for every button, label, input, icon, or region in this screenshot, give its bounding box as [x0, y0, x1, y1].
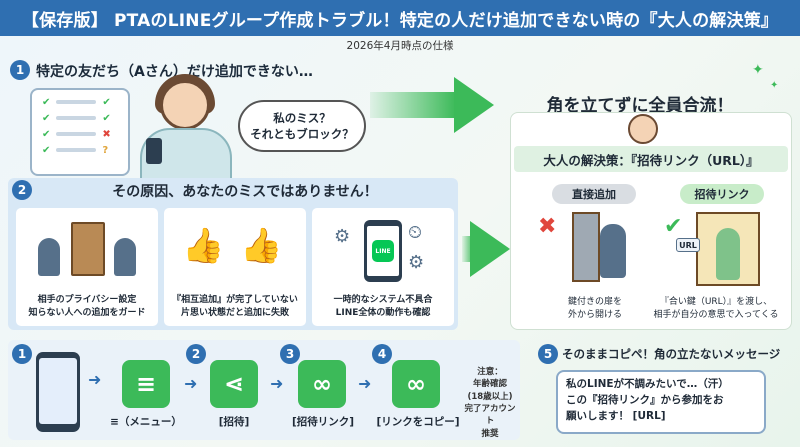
invite-link-label: 招待リンク: [680, 184, 764, 204]
line-logo-icon: LINE: [372, 240, 394, 262]
solution-heading: 大人の解決策：『招待リンク（URL）』: [514, 146, 788, 172]
thought-bubble: 私のミス？ それともブロック？: [238, 100, 366, 152]
copy-link-icon: ∞: [392, 360, 440, 408]
message-line-3: 願いします！ [URL]: [566, 409, 666, 422]
gear-small-icon: ⚙: [408, 252, 425, 273]
step2-number: 2: [186, 344, 206, 364]
step-arrow-3-icon: ➜: [270, 374, 284, 393]
pushing-man-icon: [600, 224, 626, 278]
message-line-1: 私のLINEが不調みたいで…（汗）: [566, 378, 729, 390]
locked-door-icon: [71, 222, 105, 276]
section2-number: 2: [12, 180, 32, 200]
note-line-2: 年齢確認: [472, 379, 507, 390]
note-line-4: 完了アカウント: [464, 403, 516, 427]
thumbs-up-right-icon: 👍: [240, 226, 283, 266]
step-arrow-4-icon: ➜: [358, 374, 372, 393]
menu-icon: ≡: [122, 360, 170, 408]
check-icon: ✔: [664, 214, 683, 239]
cause-card-mutual: 👍 👍 『相互追加』が完了していない 片思い状態だと追加に失敗: [164, 208, 306, 326]
right-arrow-top-icon: [454, 77, 494, 133]
step4-number: 4: [372, 344, 392, 364]
right-panel-title: 角を立てずに全員合流！: [546, 96, 734, 116]
step-arrow-1-icon: ➜: [88, 370, 102, 389]
note-line-5: 推奨: [481, 428, 499, 439]
direct-caption-line2: 外から開ける: [567, 310, 622, 321]
page-subtitle: 2026年4月時点の仕様: [346, 40, 454, 52]
cause-card-privacy: 相手のプライバシー設定 知らない人への追加をガード: [16, 208, 158, 326]
section1-title: 特定の友だち（Aさん）だけ追加できない…: [36, 64, 313, 80]
sparkle-icon: ✦: [752, 62, 764, 78]
step-arrow-2-icon: ➜: [184, 374, 198, 393]
cause-mutual-line2: 片思い状態だと追加に失敗: [180, 307, 289, 318]
smartphone-icon: [146, 138, 162, 164]
age-verification-note: 注意： 年齢確認 (18歳以上) 完了アカウント 推奨: [462, 366, 518, 440]
url-tag-icon: URL: [676, 238, 700, 252]
step1-number: 1: [12, 344, 32, 364]
thumbs-up-left-icon: 👍: [182, 226, 225, 266]
step3-number: 3: [280, 344, 300, 364]
closed-door-icon: [572, 212, 600, 282]
cause-privacy-line2: 知らない人への追加をガード: [28, 307, 146, 318]
section5-number: 5: [538, 344, 558, 364]
note-line-1: 注意：: [477, 367, 503, 377]
phone-step-icon: [36, 352, 80, 432]
direct-add-label: 直接追加: [552, 184, 636, 204]
copy-message-box[interactable]: 私のLINEが不調みたいで…（汗） この『招待リンク』から参加をお 願いします！…: [556, 370, 766, 434]
clock-icon: ⏲: [408, 222, 423, 243]
invite-caption-line1: 『合い鍵（URL）』を渡し、: [659, 297, 773, 307]
message-line-2: この『招待リンク』から参加をお: [566, 393, 724, 406]
bubble-line-2: それともブロック？: [250, 127, 354, 141]
entering-woman-icon: [716, 228, 740, 280]
section1-number: 1: [10, 60, 30, 80]
step-menu-label: ≡（メニュー）: [110, 416, 182, 428]
direct-caption-line1: 鍵付きの扉を: [567, 297, 622, 307]
invite-caption-line2: 相手が自分の意思で入ってくる: [653, 310, 779, 321]
cause-card-system: ⚙ LINE ⏲ ⚙ 一時的なシステム不具合 LINE全体の動作も確認: [312, 208, 454, 326]
section5-title: そのままコピペ！角の立たないメッセージ: [562, 347, 781, 361]
cross-icon: ✖: [538, 214, 557, 239]
note-line-3: (18歳以上): [467, 391, 513, 402]
cause-privacy-line1: 相手のプライバシー設定: [37, 294, 137, 305]
worried-woman-face: [160, 80, 210, 130]
section2-title: その原因、あなたのミスではありません！: [112, 184, 378, 200]
share-icon: ⋖: [210, 360, 258, 408]
gear-icon: ⚙: [334, 226, 351, 247]
page-title: 【保存版】 PTAのLINEグループ作成トラブル！特定の人だけ追加できない時の『…: [0, 0, 800, 36]
invite-caption: 『合い鍵（URL）』を渡し、 相手が自分の意思で入ってくる: [642, 296, 790, 322]
step-copy-link-label: [リンクをコピー]: [376, 416, 460, 428]
bubble-line-1: 私のミス？: [273, 110, 331, 125]
cause-mutual-line1: 『相互追加』が完了していない: [172, 294, 298, 305]
checklist-clipboard: ✔✔ ✔✔ ✔✖ ✔?: [30, 88, 130, 176]
step-invite-link-label: [招待リンク]: [291, 416, 355, 428]
link-icon: ∞: [298, 360, 346, 408]
guard-left-icon: [38, 238, 60, 276]
direct-caption: 鍵付きの扉を 外から開ける: [540, 296, 650, 322]
right-arrow-mid-icon: [470, 221, 510, 277]
sparkle-small-icon: ✦: [770, 80, 779, 91]
arrow-shaft-top: [370, 92, 456, 118]
cause-system-line1: 一時的なシステム不具合: [333, 294, 433, 305]
guard-right-icon: [114, 238, 136, 276]
cause-system-line2: LINE全体の動作も確認: [335, 307, 431, 318]
phone-icon: LINE: [364, 220, 402, 282]
step-invite-label: [招待]: [218, 416, 250, 428]
smiling-woman-avatar: [628, 114, 658, 144]
